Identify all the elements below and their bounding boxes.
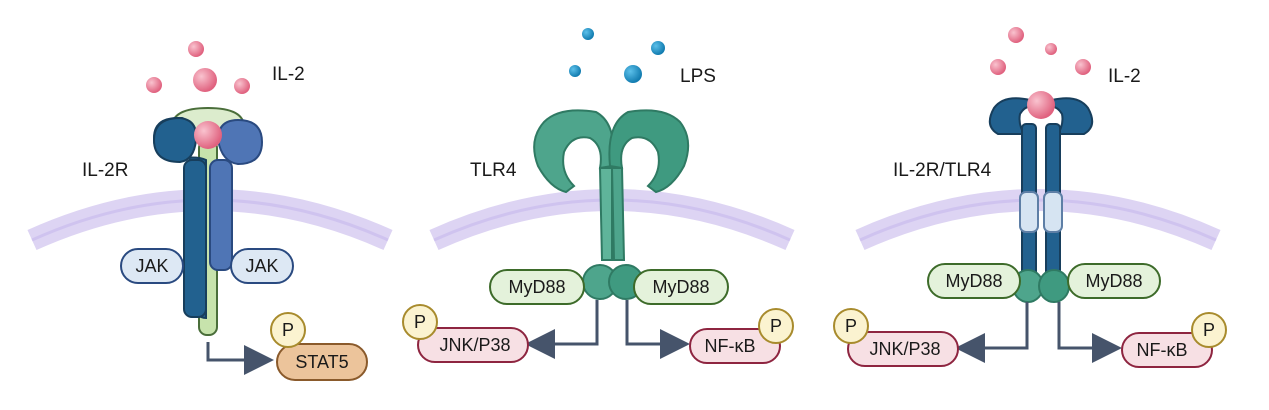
receptor-label-1: IL-2R: [82, 160, 128, 181]
myd88-pill-right-2: MyD88: [633, 269, 729, 305]
phospho-badge-nfkb-2: P: [758, 308, 794, 344]
receptor-label-3: IL-2R/TLR4: [893, 160, 992, 181]
phospho-badge-nfkb-3: P: [1191, 312, 1227, 348]
panel-tlr4: LPS TLR4 MyD88 MyD88 JNK/P38: [402, 28, 795, 364]
jak-label-left: JAK: [135, 256, 168, 276]
phospho-badge-stat5: P: [270, 312, 306, 348]
myd88-label-right-2: MyD88: [652, 277, 709, 297]
ligand-label-3: IL-2: [1108, 66, 1141, 87]
il2-ligands-3: [990, 27, 1091, 75]
arrow-to-nfkb-2: [625, 300, 690, 359]
panel-il2r-tlr4: IL-2 IL-2R/TLR4 MyD88 MyD88: [833, 27, 1227, 368]
arrow-to-nfkb-3: [1057, 302, 1122, 363]
panel-il2r: IL-2 IL-2R JAK JAK STA: [27, 41, 393, 381]
phospho-label-nfkb-2: P: [770, 316, 782, 336]
il2r-receptor: [152, 106, 264, 336]
nfkb-pill-2: NF-κB: [689, 328, 781, 364]
tlr4-receptor: [533, 109, 690, 300]
arrow-to-jnk-2: [525, 300, 599, 359]
receptor-label-2: TLR4: [470, 160, 517, 181]
myd88-pill-left-3: MyD88: [927, 263, 1021, 299]
jnk-label-3: JNK/P38: [869, 339, 940, 359]
ligand-label-1: IL-2: [272, 64, 305, 85]
lps-ligands: [569, 28, 665, 83]
jak-pill-right: JAK: [230, 248, 294, 284]
jak-pill-left: JAK: [120, 248, 184, 284]
il2-ligands-1: [146, 41, 250, 94]
nfkb-label-2: NF-κB: [705, 336, 756, 356]
jnk-label-2: JNK/P38: [439, 335, 510, 355]
myd88-label-left-2: MyD88: [508, 277, 565, 297]
jnk-pill-3: JNK/P38: [847, 331, 959, 367]
phospho-label-jnk-2: P: [414, 312, 426, 332]
myd88-label-left-3: MyD88: [945, 271, 1002, 291]
myd88-label-right-3: MyD88: [1085, 271, 1142, 291]
phospho-label-jnk-3: P: [845, 316, 857, 336]
arrow-to-jnk-3: [955, 302, 1029, 363]
myd88-pill-left-2: MyD88: [489, 269, 585, 305]
phospho-badge-jnk-3: P: [833, 308, 869, 344]
arrow-to-stat5: [206, 342, 274, 375]
stat5-label: STAT5: [295, 352, 348, 372]
nfkb-label-3: NF-κB: [1137, 340, 1188, 360]
jnk-pill-2: JNK/P38: [417, 327, 529, 363]
phospho-label-stat5: P: [282, 320, 294, 340]
myd88-pill-right-3: MyD88: [1067, 263, 1161, 299]
phospho-label-nfkb-3: P: [1203, 320, 1215, 340]
stat5-pill: STAT5: [276, 343, 368, 381]
phospho-badge-jnk-2: P: [402, 304, 438, 340]
nfkb-pill-3: NF-κB: [1121, 332, 1213, 368]
jak-label-right: JAK: [245, 256, 278, 276]
ligand-label-2: LPS: [680, 66, 716, 87]
